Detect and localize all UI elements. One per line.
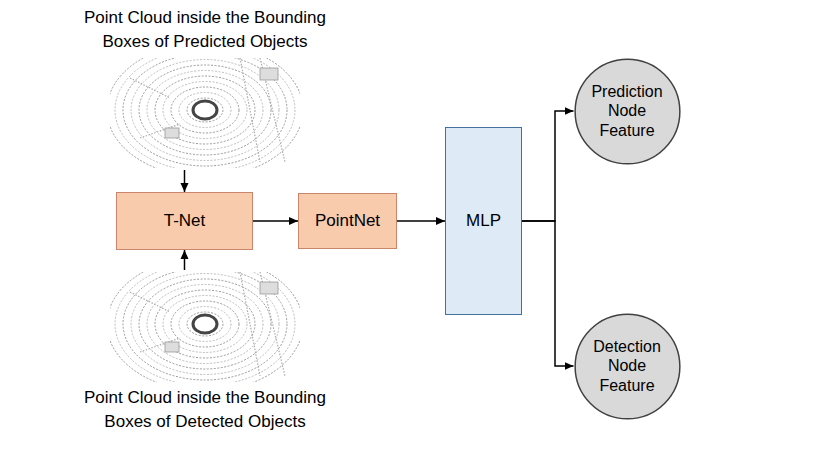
image-caption: Point Cloud inside the Bounding Boxes of… [60, 6, 350, 58]
node-label: MLP [466, 211, 501, 231]
node-label: PointNet [315, 211, 380, 231]
image-caption: Point Cloud inside the Bounding Boxes of… [60, 382, 350, 434]
node-label: Prediction Node Feature [584, 82, 670, 140]
node-label: Detection Node Feature [584, 337, 670, 395]
arrow-connector [184, 250, 186, 270]
process-box: PointNet [298, 193, 397, 249]
point-cloud-illustration [110, 272, 300, 382]
process-box: MLP [445, 127, 522, 315]
arrow-connector [253, 220, 298, 222]
process-box: T-Net [116, 192, 253, 250]
point-cloud-image: Point Cloud inside the Bounding Boxes of… [60, 6, 350, 168]
point-cloud-illustration [110, 58, 300, 168]
arrow-connector [184, 170, 186, 192]
point-cloud-image: Point Cloud inside the Bounding Boxes of… [60, 272, 350, 434]
node-label: T-Net [164, 211, 206, 231]
feature-circle: Detection Node Feature [574, 313, 681, 420]
arrow-connector [522, 111, 574, 221]
arrow-connector [397, 220, 445, 222]
arrow-connector [522, 221, 574, 366]
feature-circle: Prediction Node Feature [574, 58, 681, 165]
